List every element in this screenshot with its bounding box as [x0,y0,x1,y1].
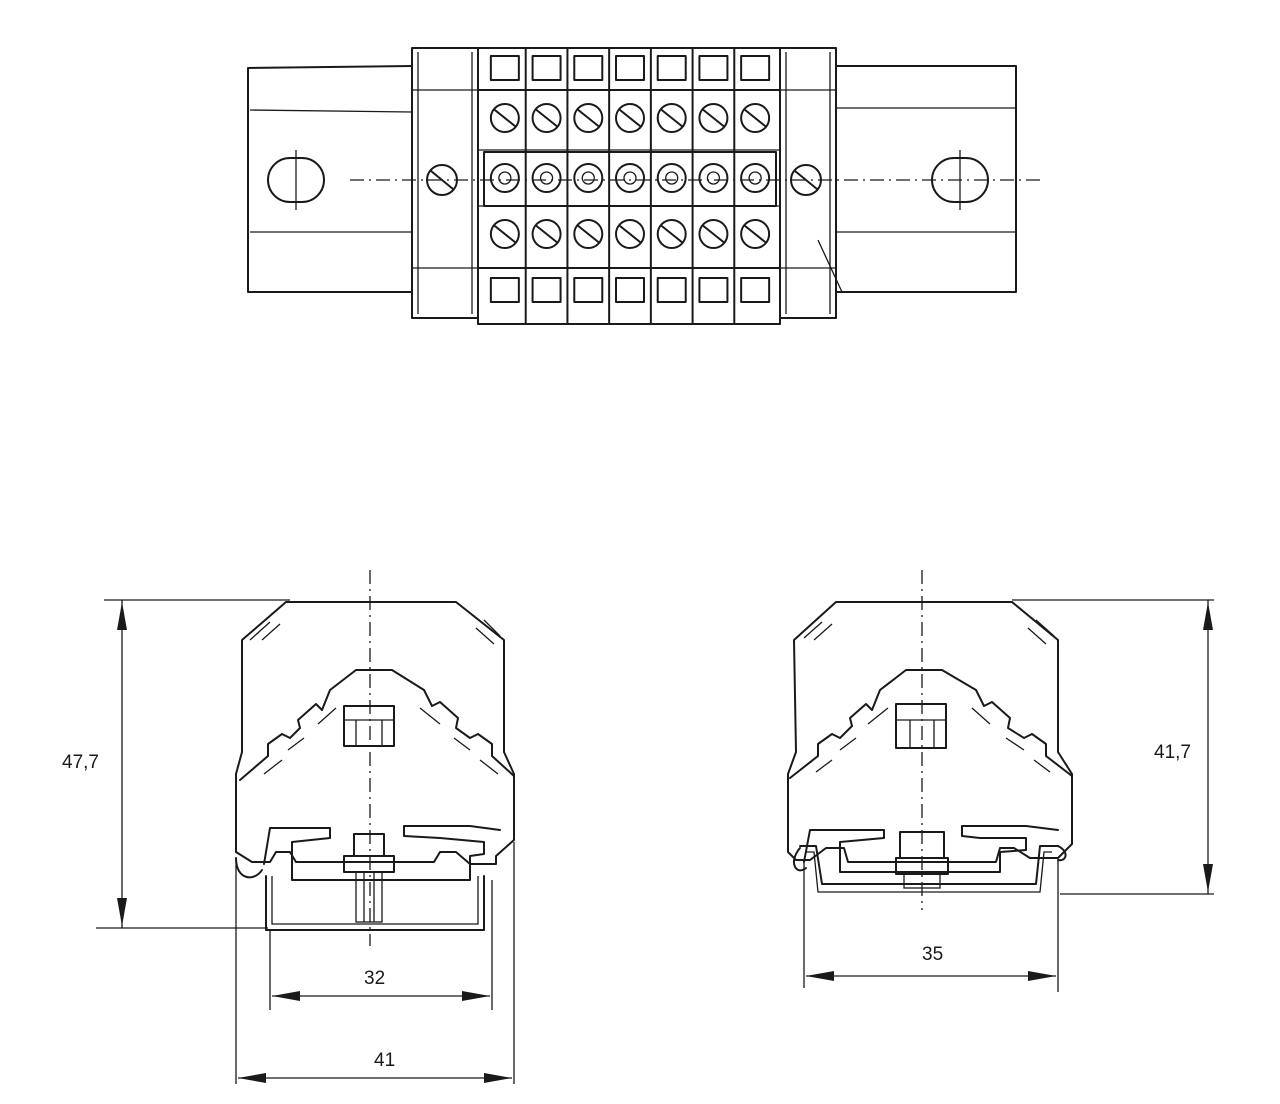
clamp-body [263,825,501,881]
width-label-35: 35 [922,944,943,965]
screw-top [740,103,771,133]
screw-top [489,103,520,133]
din-rail [265,875,485,931]
clamp-body-right [803,825,1059,873]
screw-bottom [531,219,562,249]
label-window-bottom [489,277,520,303]
screw-top [531,103,562,133]
label-window-bottom [615,277,645,303]
screw-top [615,103,645,133]
label-window-top [656,55,687,81]
screw-center [698,163,729,193]
screw-center [531,163,562,193]
label-window-bottom [740,277,771,303]
label-window-bottom [656,277,687,303]
housing-outline [235,601,515,865]
side-view-left [235,570,515,946]
screw-center [656,163,687,193]
label-window-top [531,55,562,81]
dimension-rail-width-32: 32 [269,880,493,1010]
housing-roof [239,669,515,781]
screw-center [489,163,520,193]
screw-top [698,103,729,133]
housing-roof-right [789,669,1073,779]
screw-bottom [489,219,520,249]
bridge-bar [483,151,777,207]
rail-right [835,65,1017,293]
width-label-41: 41 [374,1050,395,1071]
screw-bottom [615,219,645,249]
dimension-height-right: 41,7 [1012,599,1214,895]
height-label-41-7: 41,7 [1154,742,1191,763]
label-window-top [615,55,645,81]
top-view-terminal-block [247,47,1040,325]
width-label-32: 32 [364,968,385,989]
screw-bottom [740,219,771,249]
din-rail-right [799,845,1059,885]
screw-center [573,163,604,193]
label-window-top [573,55,604,81]
screw-bottom [656,219,687,249]
side-view-right [787,570,1073,910]
screw-clamp [343,855,395,873]
screw-top [573,103,604,133]
terminal-modules [477,47,781,325]
screw-top [656,103,687,133]
end-stopper-left [411,47,479,319]
rail-left [247,65,413,293]
screw-bottom [698,219,729,249]
screw-center [740,163,771,193]
label-window-bottom [573,277,604,303]
height-label-47-7: 47,7 [62,752,99,773]
label-window-top [489,55,520,81]
screw-bottom [573,219,604,249]
screw-center [615,163,645,193]
dimension-width-35: 35 [803,860,1059,992]
end-stopper-right [779,47,843,319]
dimension-height-left: 47,7 [62,599,290,929]
dimension-total-width-41: 41 [235,842,515,1084]
housing-outline-right [787,601,1073,863]
screw-head-top [343,705,395,747]
screw-head-top-right [895,703,947,749]
label-window-top [740,55,771,81]
label-window-bottom [698,277,729,303]
label-window-bottom [531,277,562,303]
label-window-top [698,55,729,81]
